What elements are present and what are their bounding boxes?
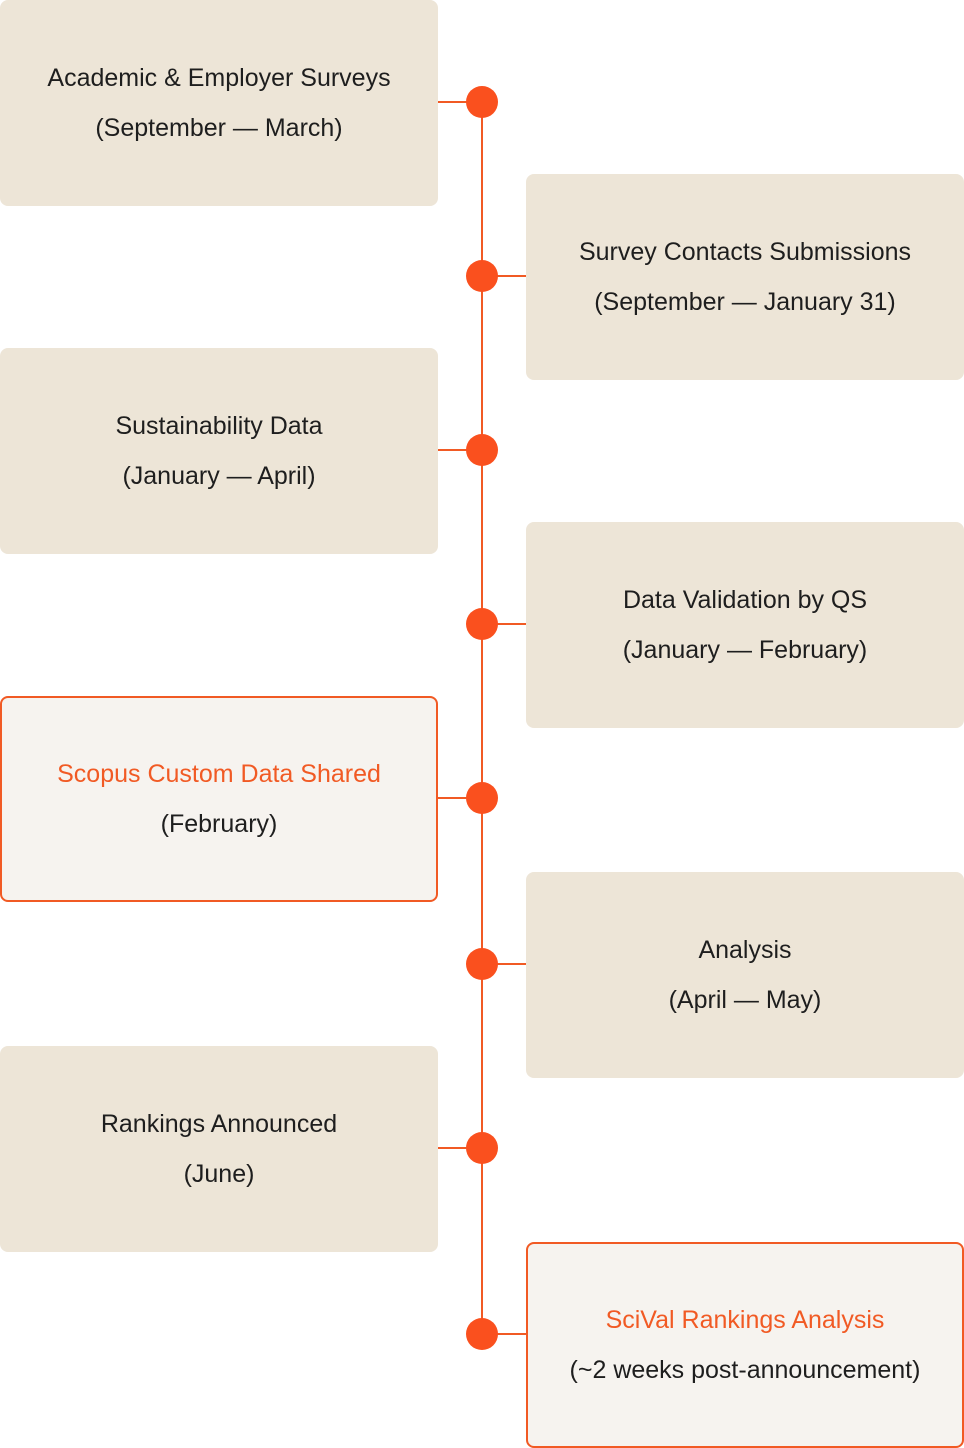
connector-line bbox=[482, 275, 526, 277]
step-card: Sustainability Data (January — April) bbox=[0, 348, 438, 554]
connector-line bbox=[482, 1333, 526, 1335]
milestone-dot bbox=[466, 1318, 498, 1350]
connector-line bbox=[482, 623, 526, 625]
step-title: Rankings Announced bbox=[100, 1110, 338, 1138]
step-card-highlighted: Scopus Custom Data Shared (February) bbox=[0, 696, 438, 902]
milestone-dot bbox=[466, 1132, 498, 1164]
step-period: (April — May) bbox=[668, 986, 822, 1014]
step-card: Survey Contacts Submissions (September —… bbox=[526, 174, 964, 380]
connector-line bbox=[482, 963, 526, 965]
step-title: Survey Contacts Submissions bbox=[578, 238, 912, 266]
step-period: (September — January 31) bbox=[594, 288, 896, 316]
step-period: (February) bbox=[160, 810, 278, 838]
timeline-spine bbox=[481, 102, 483, 1334]
step-card-highlighted: SciVal Rankings Analysis (~2 weeks post-… bbox=[526, 1242, 964, 1448]
step-period: (January — February) bbox=[622, 636, 868, 664]
milestone-dot bbox=[466, 608, 498, 640]
step-period: (September — March) bbox=[95, 114, 343, 142]
step-card: Rankings Announced (June) bbox=[0, 1046, 438, 1252]
step-title: Data Validation by QS bbox=[622, 586, 868, 614]
step-title: Academic & Employer Surveys bbox=[47, 64, 391, 92]
milestone-dot bbox=[466, 782, 498, 814]
milestone-dot bbox=[466, 948, 498, 980]
step-period: (January — April) bbox=[122, 462, 316, 490]
milestone-dot bbox=[466, 434, 498, 466]
connector-line bbox=[438, 101, 482, 103]
connector-line bbox=[438, 1147, 482, 1149]
step-period: (~2 weeks post-announcement) bbox=[569, 1356, 921, 1384]
step-period: (June) bbox=[183, 1160, 255, 1188]
milestone-dot bbox=[466, 86, 498, 118]
step-card: Academic & Employer Surveys (September —… bbox=[0, 0, 438, 206]
step-card: Data Validation by QS (January — Februar… bbox=[526, 522, 964, 728]
step-card: Analysis (April — May) bbox=[526, 872, 964, 1078]
step-title: Analysis bbox=[698, 936, 792, 964]
step-title: Sustainability Data bbox=[115, 412, 323, 440]
step-title: Scopus Custom Data Shared bbox=[57, 760, 381, 788]
connector-line bbox=[438, 449, 482, 451]
milestone-dot bbox=[466, 260, 498, 292]
step-title: SciVal Rankings Analysis bbox=[605, 1306, 885, 1334]
connector-line bbox=[438, 797, 482, 799]
